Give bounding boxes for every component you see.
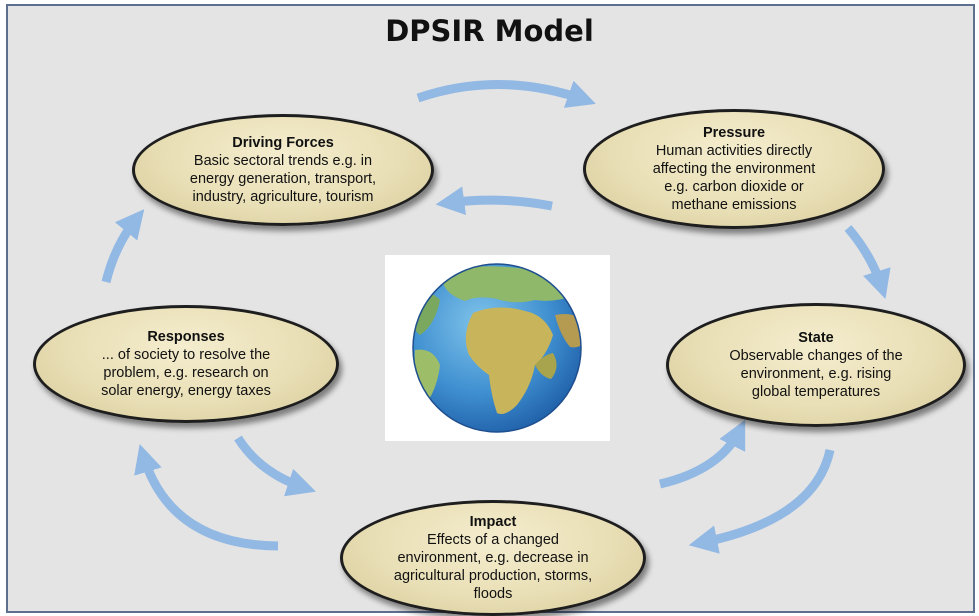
node-impact-text: Effects of a changed environment, e.g. d… (393, 532, 593, 602)
node-pressure-heading: Pressure (702, 125, 766, 141)
node-driving-forces: Driving Forces Basic sectoral trends e.g… (132, 114, 434, 226)
node-pressure: Pressure Human activities directly affec… (583, 109, 885, 229)
node-state-heading: State (798, 330, 834, 346)
node-driving-forces-text: Basic sectoral trends e.g. in energy gen… (189, 153, 377, 205)
arrow-impact-to-state (658, 419, 746, 489)
node-state: State Observable changes of the environm… (666, 303, 966, 427)
arrow-pressure-to-driving (435, 186, 553, 216)
node-driving-forces-heading: Driving Forces (232, 135, 334, 151)
arrow-responses-to-driving (101, 209, 145, 284)
diagram-title: DPSIR Model (385, 14, 594, 48)
globe-image (385, 255, 610, 441)
node-impact: Impact Effects of a changed environment,… (340, 500, 646, 616)
node-responses-heading: Responses (147, 329, 225, 345)
arrow-driving-to-pressure (416, 80, 596, 108)
arrow-pressure-to-state (844, 225, 891, 299)
node-pressure-text: Human activities directly affecting the … (652, 143, 816, 213)
arrow-state-to-impact (688, 448, 835, 554)
arrow-responses-to-impact (234, 435, 316, 497)
node-responses-text: ... of society to resolve the problem, e… (101, 347, 271, 399)
arrow-impact-to-responses (134, 443, 279, 551)
node-responses: Responses ... of society to resolve the … (33, 305, 339, 423)
node-impact-heading: Impact (469, 514, 517, 530)
node-state-text: Observable changes of the environment, e… (729, 348, 903, 400)
globe-icon (412, 263, 582, 433)
